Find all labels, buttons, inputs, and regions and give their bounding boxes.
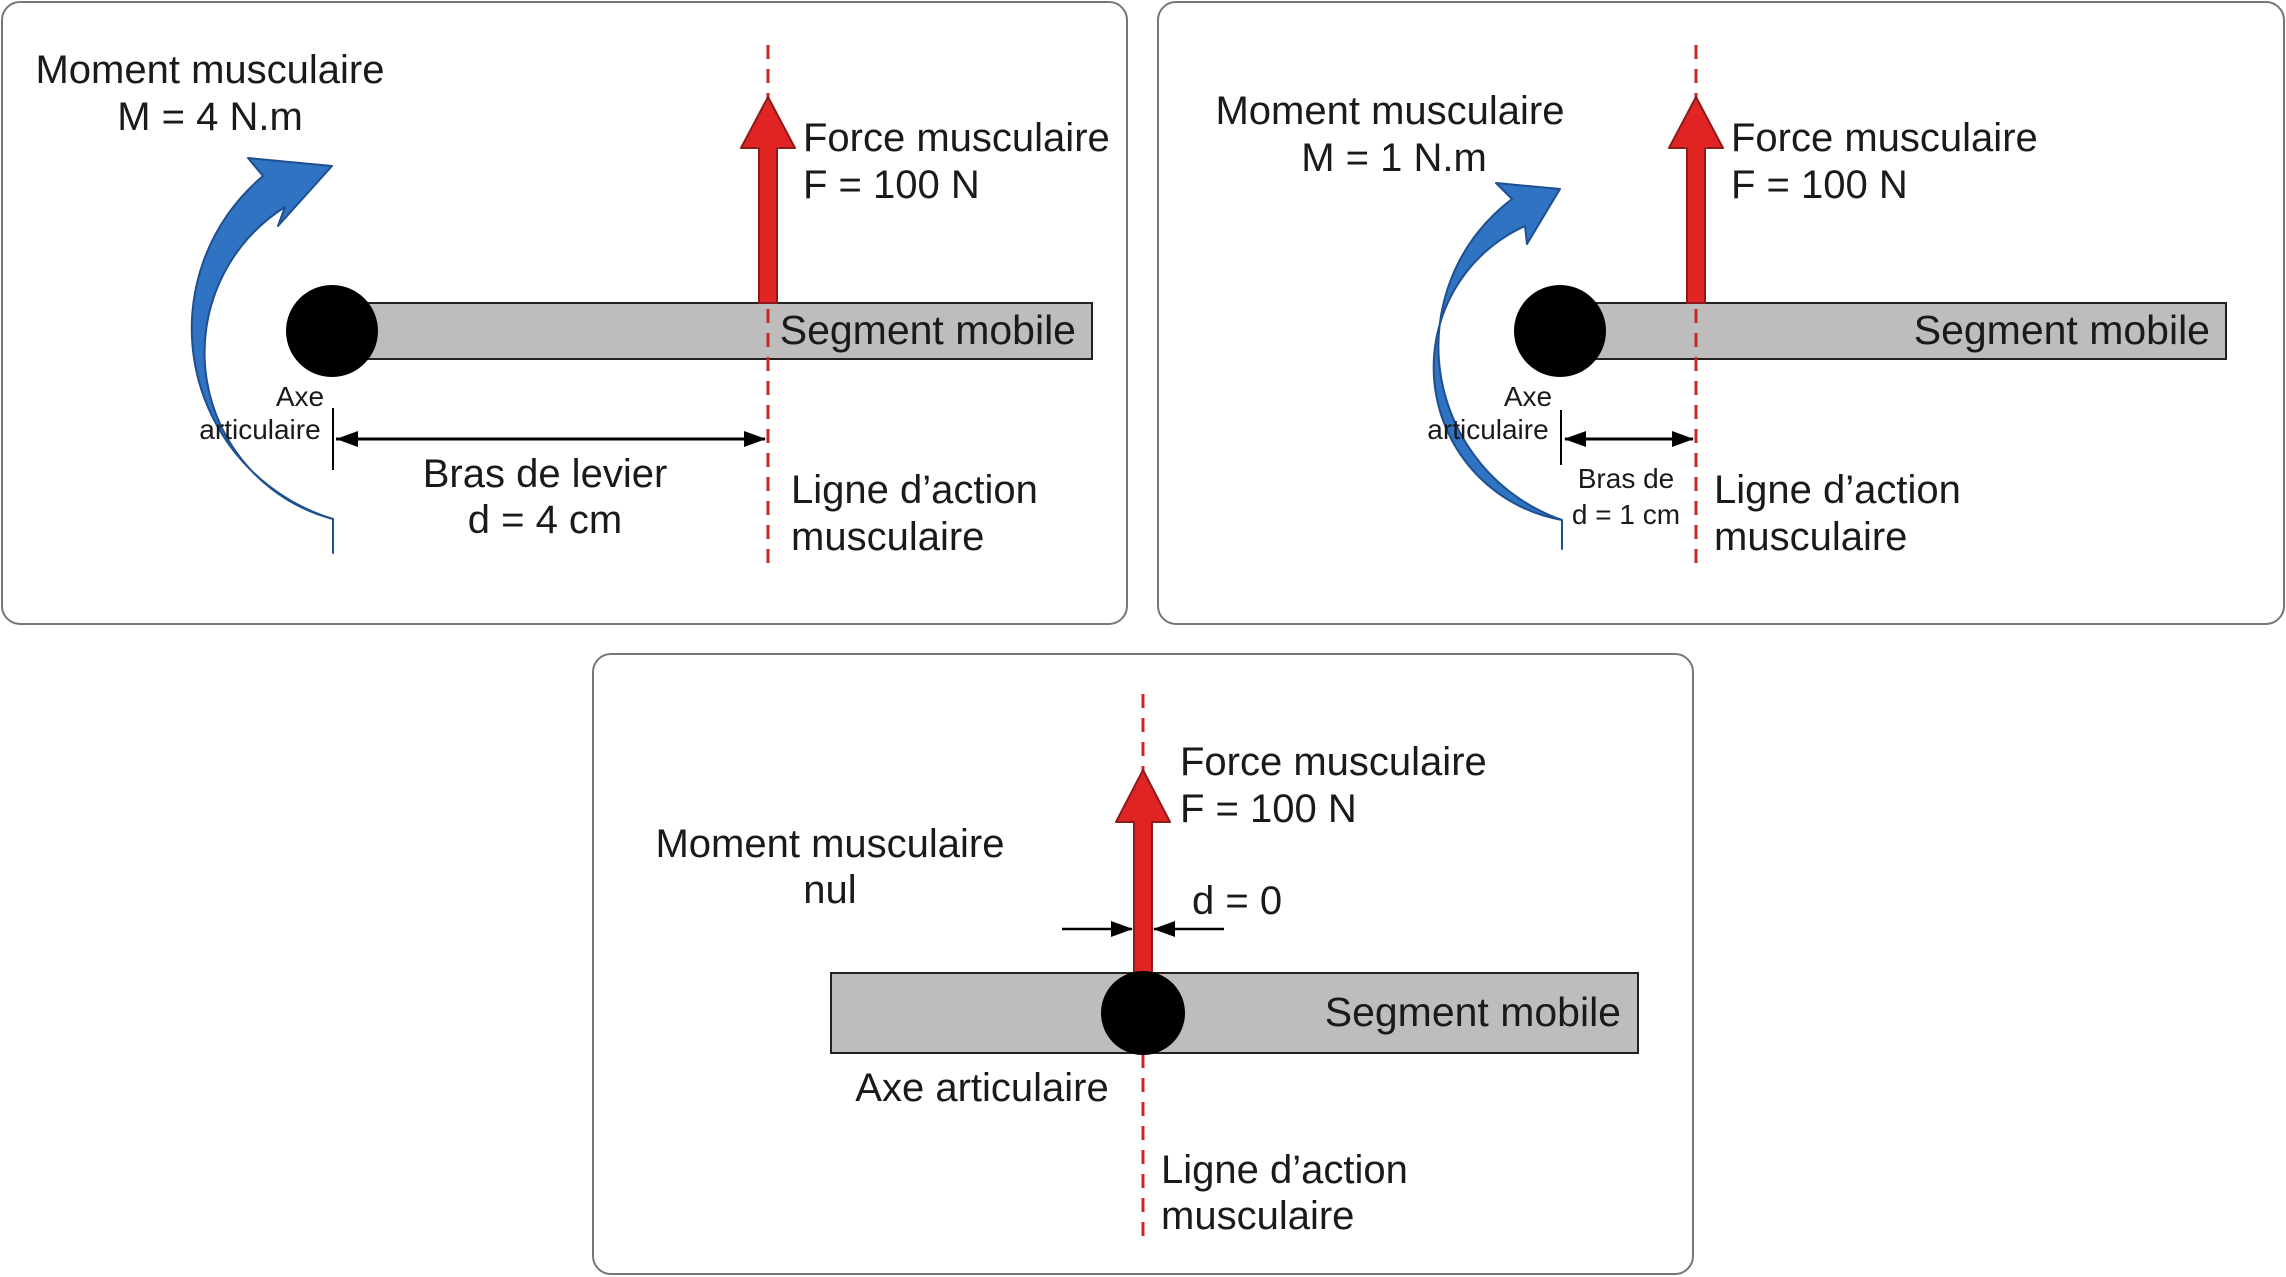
moment-arrow-icon: [190, 157, 334, 554]
lever-label-1: Bras de levier: [423, 452, 668, 496]
moment-value: nul: [803, 868, 856, 912]
moment-value: M = 1 N.m: [1301, 136, 1487, 180]
force-arrow-icon: [1668, 96, 1724, 304]
force-arrow-icon: [1115, 769, 1171, 974]
panel-2: Moment musculaire M = 1 N.m Force muscul…: [1157, 1, 2285, 625]
force-value: F = 100 N: [803, 163, 980, 207]
force-title: Force musculaire: [1731, 116, 2038, 160]
force-title: Force musculaire: [1180, 740, 1487, 784]
axis-dot: [286, 285, 378, 377]
action-label-2: musculaire: [1714, 515, 1907, 559]
moment-title: Moment musculaire: [1215, 89, 1564, 133]
force-value: F = 100 N: [1180, 787, 1357, 831]
axis-label-1: Axe: [1504, 381, 1552, 412]
lever-label-2: d = 1 cm: [1572, 499, 1680, 530]
axis-label-2: articulaire: [1427, 414, 1548, 445]
moment-title: Moment musculaire: [35, 48, 384, 92]
segment-label: Segment mobile: [1914, 307, 2210, 353]
force-value: F = 100 N: [1731, 163, 1908, 207]
moment-value: M = 4 N.m: [117, 95, 303, 139]
force-arrow-icon: [740, 96, 796, 304]
lever-label-2: d = 4 cm: [468, 498, 623, 542]
segment-mobile-bar: [331, 302, 1093, 360]
action-label-2: musculaire: [1161, 1194, 1354, 1238]
axis-label: Axe articulaire: [855, 1066, 1108, 1110]
axis-label-1: Axe: [276, 381, 324, 412]
lever-label-1: Bras de: [1578, 463, 1675, 494]
axis-label-2: articulaire: [199, 414, 320, 445]
lever-left-arrowhead: [1564, 431, 1586, 447]
action-label-1: Ligne d’action: [791, 468, 1038, 512]
lever-label: d = 0: [1192, 879, 1282, 923]
segment-mobile-bar: [1559, 302, 2227, 360]
axis-dot: [1101, 971, 1185, 1055]
action-label-1: Ligne d’action: [1161, 1148, 1408, 1192]
panel-1: Moment musculaire M = 4 N.m Force muscul…: [1, 1, 1128, 625]
axis-dot: [1514, 285, 1606, 377]
segment-mobile-bar: [830, 972, 1639, 1054]
action-label-1: Ligne d’action: [1714, 468, 1961, 512]
segment-label: Segment mobile: [1325, 989, 1621, 1035]
lever-left-arrowhead: [336, 431, 358, 447]
moment-arrow-icon: [1432, 182, 1563, 550]
segment-label: Segment mobile: [780, 307, 1076, 353]
panel-3: Moment musculaire nul Force musculaire F…: [592, 653, 1694, 1275]
moment-title: Moment musculaire: [655, 822, 1004, 866]
force-title: Force musculaire: [803, 116, 1110, 160]
action-label-2: musculaire: [791, 515, 984, 559]
